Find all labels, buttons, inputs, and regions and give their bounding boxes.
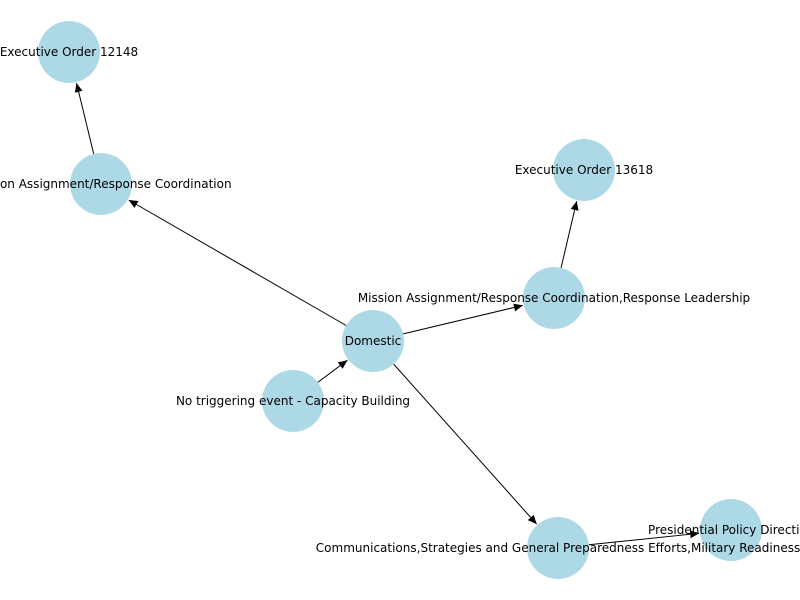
- edge-domestic-to-communications: [393, 363, 538, 525]
- node-domestic: [342, 310, 404, 372]
- labels-layer: Executive Order 12148Mission Assignment/…: [0, 45, 800, 555]
- node-no_trigger: [262, 370, 324, 432]
- edge-no_trigger-to-domestic: [317, 359, 348, 383]
- node-ppd: [700, 499, 762, 561]
- node-label-domestic: Domestic: [345, 334, 402, 348]
- node-communications: [527, 517, 589, 579]
- edge-mission_assignment-to-eo12148: [74, 82, 95, 154]
- node-eo13618: [553, 139, 615, 201]
- edge-domestic-to-mission_response_leadership: [403, 303, 523, 335]
- node-eo12148: [38, 21, 100, 83]
- node-mission_response_leadership: [523, 267, 585, 329]
- node-label-no_trigger: No triggering event - Capacity Building: [176, 394, 410, 408]
- edge-domestic-to-mission_assignment: [128, 199, 347, 326]
- node-label-mission_assignment: Mission Assignment/Response Coordination: [0, 177, 232, 191]
- edges-layer: [74, 82, 700, 546]
- nodes-layer: [38, 21, 762, 579]
- node-label-eo12148: Executive Order 12148: [0, 45, 138, 59]
- node-label-mission_response_leadership: Mission Assignment/Response Coordination…: [358, 291, 750, 305]
- node-label-eo13618: Executive Order 13618: [515, 163, 653, 177]
- node-mission_assignment: [70, 153, 132, 215]
- edge-communications-to-ppd: [588, 530, 700, 546]
- node-label-ppd: Presidential Policy Directive: [648, 523, 800, 537]
- edge-mission_response_leadership-to-eo13618: [560, 201, 579, 268]
- node-label-communications: Communications,Strategies and General Pr…: [316, 541, 800, 555]
